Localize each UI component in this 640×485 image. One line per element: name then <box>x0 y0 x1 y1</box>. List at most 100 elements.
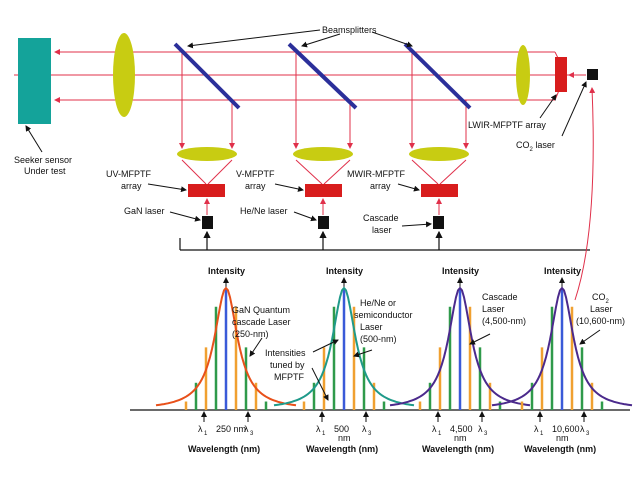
intensity-label: Intensity <box>326 266 363 276</box>
lambda3-sub: 3 <box>250 431 254 437</box>
intensity-label: Intensity <box>208 266 245 276</box>
lambda3-label: λ <box>478 424 483 434</box>
mwir-array-label-1: MWIR-MFPTF <box>347 169 405 179</box>
spectrum-curve <box>491 286 633 407</box>
peak-1-desc-line3: (250-nm) <box>232 329 269 339</box>
desc-pointer-3 <box>469 333 491 345</box>
mwir-lens <box>409 147 469 161</box>
gan-laser <box>202 216 213 229</box>
lwir-label: LWIR-MFPTF array <box>468 120 546 130</box>
lasers <box>202 216 444 229</box>
cascade-laser <box>433 216 444 229</box>
desc-pointer-2 <box>353 349 373 358</box>
seeker-pointer <box>25 125 43 153</box>
beamsplitter-3 <box>403 42 472 110</box>
co2-laser-label: CO2 laser <box>516 140 555 153</box>
peak-4-desc-line2: Laser <box>590 304 613 314</box>
lambda1-label: λ <box>198 424 203 434</box>
control-bus <box>179 230 590 251</box>
wavelength-axis-label: Wavelength (nm) <box>524 444 596 454</box>
lambda3-sub: 3 <box>484 431 488 437</box>
lwir-pointer <box>539 94 557 119</box>
co2-pointer <box>561 81 587 137</box>
spectrum-curve <box>155 286 297 407</box>
intensities-label-3: MFPTF <box>274 372 304 382</box>
gan-laser-label: GaN laser <box>124 206 165 216</box>
beamsplitter-2 <box>287 42 358 110</box>
lambda3-sub: 3 <box>368 431 372 437</box>
peak-3-desc-line1: Cascade <box>482 292 518 302</box>
peak-1-desc-line2: cascade Laser <box>232 317 291 327</box>
lambda1-label: λ <box>316 424 321 434</box>
lambda3-label: λ <box>580 424 585 434</box>
v-array-label-1: V-MFPTF <box>236 169 275 179</box>
beamsplitters <box>173 42 472 110</box>
peak-2-desc-line3: Laser <box>360 322 383 332</box>
v-lens <box>293 147 353 161</box>
intensities-pointers <box>311 339 339 401</box>
wavelength-axis-label: Wavelength (nm) <box>188 444 260 454</box>
seeker-label-2: Under test <box>24 166 66 176</box>
peak-2-desc-line4: (500-nm) <box>360 334 397 344</box>
hene-laser <box>318 216 329 229</box>
co2-laser <box>587 69 598 80</box>
mfptf-arrays <box>188 184 458 197</box>
seeker-sensor-block <box>18 38 51 124</box>
mwir-mfptf-array <box>421 184 458 197</box>
desc-pointer-4 <box>579 329 601 345</box>
lwir-array <box>555 57 567 92</box>
co2-lens <box>516 45 530 105</box>
intensities-label-1: Intensities <box>265 348 306 358</box>
peak-2-desc-line1: He/Ne or <box>360 298 396 308</box>
uv-array-label-2: array <box>121 181 142 191</box>
beamsplitters-label: Beamsplitters <box>322 25 377 35</box>
uv-mfptf-array <box>188 184 225 197</box>
laser-to-array-arrows <box>204 198 442 215</box>
center-wavelength-unit: nm <box>338 433 351 443</box>
cascade-laser-label-2: laser <box>372 225 392 235</box>
seeker-label-1: Seeker sensor <box>14 155 72 165</box>
peak-3-desc-line3: (4,500-nm) <box>482 316 526 326</box>
center-wavelength-label: 250 nm <box>216 424 246 434</box>
wavelength-axis-label: Wavelength (nm) <box>422 444 494 454</box>
lambda1-label: λ <box>534 424 539 434</box>
lambda3-sub: 3 <box>586 431 590 437</box>
lambda1-label: λ <box>432 424 437 434</box>
center-wavelength-label: 4,500 <box>450 424 473 434</box>
peak-4-desc-line3: (10,600-nm) <box>576 316 625 326</box>
center-wavelength-unit: nm <box>556 433 569 443</box>
cascade-laser-label-1: Cascade <box>363 213 399 223</box>
main-lens <box>113 33 135 117</box>
lambda1-sub: 1 <box>204 431 208 437</box>
intensity-label: Intensity <box>442 266 479 276</box>
center-wavelength-label: 10,600 <box>552 424 580 434</box>
hene-laser-label: He/Ne laser <box>240 206 288 216</box>
peak-4-desc-line1: CO2 <box>592 292 610 305</box>
peak-1-desc-line1: GaN Quantum <box>232 305 290 315</box>
lambda1-sub: 1 <box>438 431 442 437</box>
center-wavelength-unit: nm <box>454 433 467 443</box>
intensities-label-2: tuned by <box>270 360 305 370</box>
lambda3-label: λ <box>244 424 249 434</box>
v-array-label-2: array <box>245 181 266 191</box>
v-mfptf-array <box>305 184 342 197</box>
intensity-label: Intensity <box>544 266 581 276</box>
center-wavelength-label: 500 <box>334 424 349 434</box>
beamsplitter-pointers <box>187 29 413 49</box>
desc-pointer-1 <box>249 337 263 357</box>
uv-lens <box>177 147 237 161</box>
uv-array-label-1: UV-MFPTF <box>106 169 151 179</box>
array-lenses <box>177 147 469 161</box>
peak-3-desc-line2: Laser <box>482 304 505 314</box>
lambda1-sub: 1 <box>322 431 326 437</box>
lambda1-sub: 1 <box>540 431 544 437</box>
lambda3-label: λ <box>362 424 367 434</box>
vertical-beams <box>179 52 469 185</box>
co2-feedback-line <box>574 87 596 301</box>
